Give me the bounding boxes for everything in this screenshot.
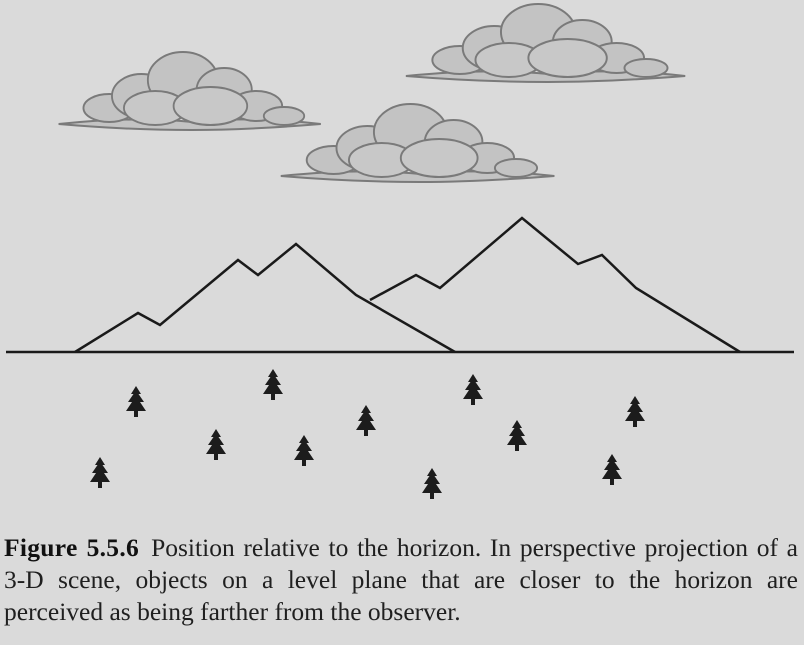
horizon-scene-illustration [6,3,794,499]
mountain-range [369,216,741,354]
pine-tree [463,374,483,405]
caption-text: Position relative to the horizon. In per… [4,533,798,626]
figure-label: Figure 5.5.6 [4,533,140,562]
cloud [404,3,687,83]
pine-tree [126,386,146,417]
pine-tree [263,369,283,400]
pine-tree [90,457,110,488]
cloud [57,51,322,131]
mountain-range [74,242,456,354]
pine-tree [422,468,442,499]
cloud [279,103,556,183]
pine-tree [625,396,645,427]
pine-tree [206,429,226,460]
pine-tree [507,420,527,451]
pine-tree [294,435,314,466]
pine-tree [356,405,376,436]
pine-tree [602,454,622,485]
